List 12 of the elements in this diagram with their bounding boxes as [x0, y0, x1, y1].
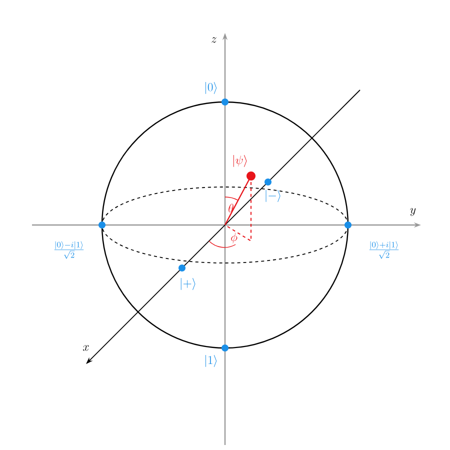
state-label: $\frac{|0\rangle+i|1\rangle}{\sqrt{2}}$ — [369, 241, 399, 259]
state-label: $|0\rangle$ — [206, 82, 217, 94]
state-label: $|+\rangle$ — [180, 278, 196, 290]
axis-label: $\theta$ — [228, 204, 234, 212]
state-label: $|\psi\rangle$ — [233, 155, 247, 167]
axis-label: $y$ — [410, 208, 416, 216]
state-label: $|-\rangle$ — [266, 190, 280, 202]
state-label: $|1\rangle$ — [206, 355, 217, 367]
axis-label: $x$ — [83, 345, 89, 351]
axis-label: $z$ — [212, 37, 217, 43]
axis-label: $\phi$ — [231, 232, 238, 244]
state-label: $\frac{|0\rangle-i|1\rangle}{\sqrt{2}}$ — [54, 241, 84, 259]
